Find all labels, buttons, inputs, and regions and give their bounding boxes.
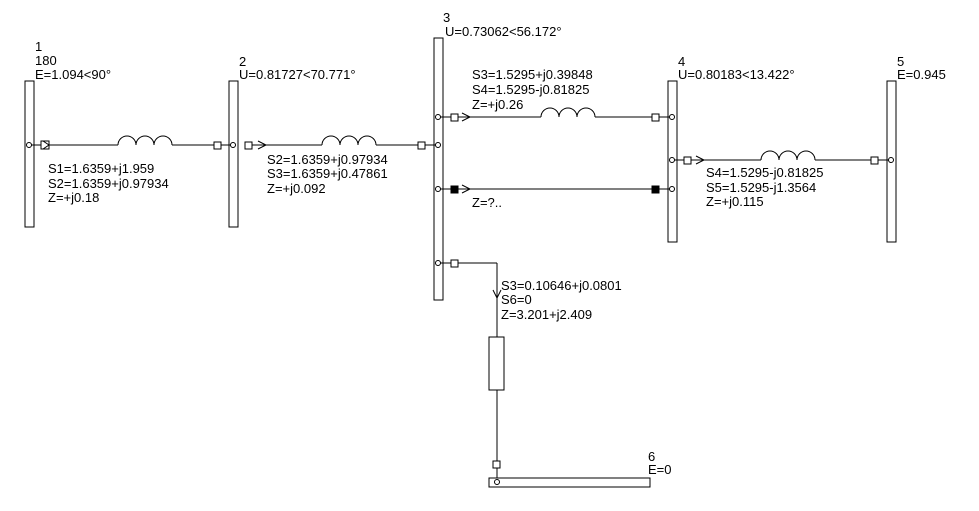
terminal-square: [450, 259, 459, 268]
branch-1-2-s2: S2=1.6359+j0.97934: [48, 176, 169, 191]
branch-4-5-z: Z=+j0.115: [706, 194, 764, 209]
branch-2-3[interactable]: [244, 135, 441, 150]
terminal-circle: [435, 142, 441, 148]
bus-6-number: 6: [648, 449, 655, 464]
terminal-circle: [435, 260, 441, 266]
bus-4-value: U=0.80183<13.422°: [678, 67, 795, 82]
terminal-square: [683, 156, 692, 165]
terminal-square: [651, 113, 660, 122]
bus-5-number: 5: [897, 54, 904, 69]
terminal-square: [244, 141, 253, 150]
bus-1-number: 1: [35, 39, 42, 54]
branch-1-2[interactable]: [26, 135, 236, 150]
terminal-square-filled: [651, 185, 660, 194]
terminal-circle: [669, 186, 675, 192]
terminal-square: [870, 156, 879, 165]
terminal-square: [417, 141, 426, 150]
flow-arrow-icon: [492, 289, 502, 300]
branch-3-4-a-s4: S4=1.5295-j0.81825: [472, 82, 589, 97]
branch-2-3-z: Z=+j0.092: [267, 181, 326, 196]
branch-3-4-b-z: Z=?..: [472, 195, 502, 210]
terminal-circle: [494, 479, 500, 485]
branch-2-3-s3: S3=1.6359+j0.47861: [267, 166, 388, 181]
branch-3-6-z: Z=3.201+j2.409: [501, 307, 592, 322]
resistor-icon: [488, 336, 505, 391]
inductor-icon: [540, 107, 596, 118]
bus-5-value: E=0.945: [897, 67, 946, 82]
terminal-circle: [669, 114, 675, 120]
bus-3-bar[interactable]: [433, 37, 444, 301]
bus-2-value: U=0.81727<70.771°: [239, 67, 356, 82]
branch-3-4-b[interactable]: [435, 184, 675, 194]
terminal-square: [213, 141, 222, 150]
inductor-icon: [117, 135, 173, 146]
branch-1-2-z: Z=+j0.18: [48, 190, 99, 205]
bus-2-number: 2: [239, 54, 246, 69]
terminal-circle: [230, 142, 236, 148]
bus-1-value: E=1.094<90°: [35, 67, 111, 82]
branch-3-6-s3: S3=0.10646+j0.0801: [501, 278, 622, 293]
branch-3-6[interactable]: [435, 259, 505, 485]
bus-3-number: 3: [443, 10, 450, 25]
bus-6-value: E=0: [648, 462, 672, 477]
terminal-circle: [669, 157, 675, 163]
branch-2-3-s2: S2=1.6359+j0.97934: [267, 152, 388, 167]
branch-1-2-s1: S1=1.6359+j1.959: [48, 161, 154, 176]
bus-2-bar[interactable]: [228, 80, 239, 228]
terminal-circle: [26, 142, 32, 148]
bus-4-number: 4: [678, 54, 685, 69]
inductor-icon: [760, 150, 816, 161]
branch-4-5-s5: S5=1.5295-j1.3564: [706, 180, 816, 195]
terminal-circle: [888, 157, 894, 163]
bus-3-value: U=0.73062<56.172°: [445, 24, 562, 39]
terminal-circle: [435, 114, 441, 120]
bus-1-extra: 180: [35, 53, 57, 68]
branch-3-4-a-s3: S3=1.5295+j0.39848: [472, 67, 593, 82]
branch-3-4-a-z: Z=+j0.26: [472, 97, 523, 112]
bus-6-bar[interactable]: [488, 477, 651, 488]
bus-1-bar[interactable]: [24, 80, 35, 228]
terminal-circle: [435, 186, 441, 192]
branch-3-6-s6: S6=0: [501, 292, 532, 307]
inductor-icon: [321, 135, 377, 146]
branch-3-4-a[interactable]: [435, 107, 675, 122]
branch-4-5-s4: S4=1.5295-j0.81825: [706, 165, 823, 180]
terminal-square: [450, 113, 459, 122]
terminal-square: [492, 460, 501, 469]
branch-4-5[interactable]: [669, 150, 894, 165]
terminal-square-filled: [450, 185, 459, 194]
